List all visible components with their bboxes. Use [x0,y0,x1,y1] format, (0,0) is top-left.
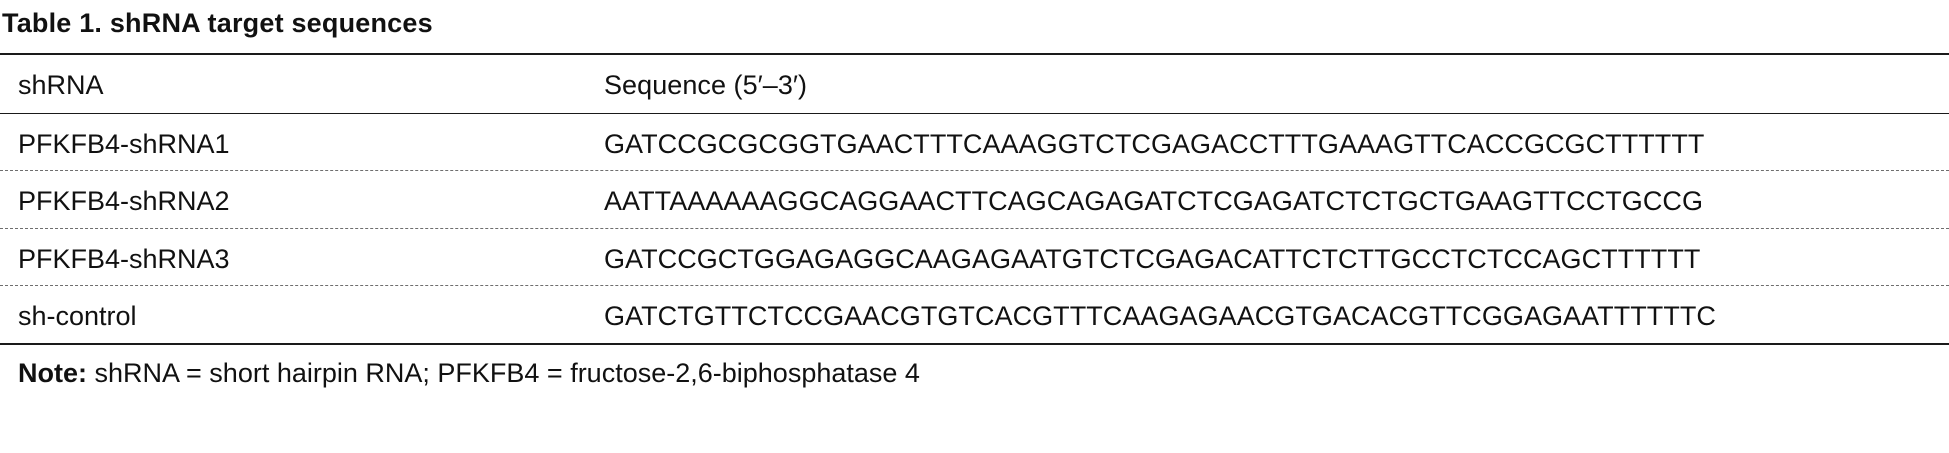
table-row: sh-control GATCTGTTCTCCGAACGTGTCACGTTTCA… [0,288,1949,344]
header-rule [0,113,1949,114]
row-shrna-name: PFKFB4-shRNA1 [18,129,230,159]
row-sequence: GATCTGTTCTCCGAACGTGTCACGTTTCAAGAGAACGTGA… [604,301,1716,331]
row-sequence: GATCCGCGCGGTGAACTTTCAAAGGTCTCGAGACCTTTGA… [604,129,1705,159]
row-sequence: GATCCGCTGGAGAGGCAAGAGAATGTCTCGAGACATTCTC… [604,244,1701,274]
table-row: PFKFB4-shRNA3 GATCCGCTGGAGAGGCAAGAGAATGT… [0,231,1949,287]
table-top-rule [0,53,1949,55]
note-text: shRNA = short hairpin RNA; PFKFB4 = fruc… [87,358,920,388]
row-divider [0,285,1949,286]
table-bottom-rule [0,343,1949,345]
row-divider [0,170,1949,171]
table-row: PFKFB4-shRNA1 GATCCGCGCGGTGAACTTTCAAAGGT… [0,116,1949,172]
table-title: Table 1. shRNA target sequences [2,8,433,38]
note-label: Note: [18,358,87,388]
header-sequence: Sequence (5′–3′) [604,70,808,100]
table-row: PFKFB4-shRNA2 AATTAAAAAAGGCAGGAACTTCAGCA… [0,173,1949,229]
row-sequence: AATTAAAAAAGGCAGGAACTTCAGCAGAGATCTCGAGATC… [604,186,1704,216]
table-note: Note: shRNA = short hairpin RNA; PFKFB4 … [18,358,920,389]
row-shrna-name: PFKFB4-shRNA3 [18,244,230,274]
table-header-row: shRNA Sequence (5′–3′) [0,57,1949,113]
header-shrna: shRNA [18,70,104,100]
row-shrna-name: sh-control [18,301,137,331]
row-shrna-name: PFKFB4-shRNA2 [18,186,230,216]
row-divider [0,228,1949,229]
